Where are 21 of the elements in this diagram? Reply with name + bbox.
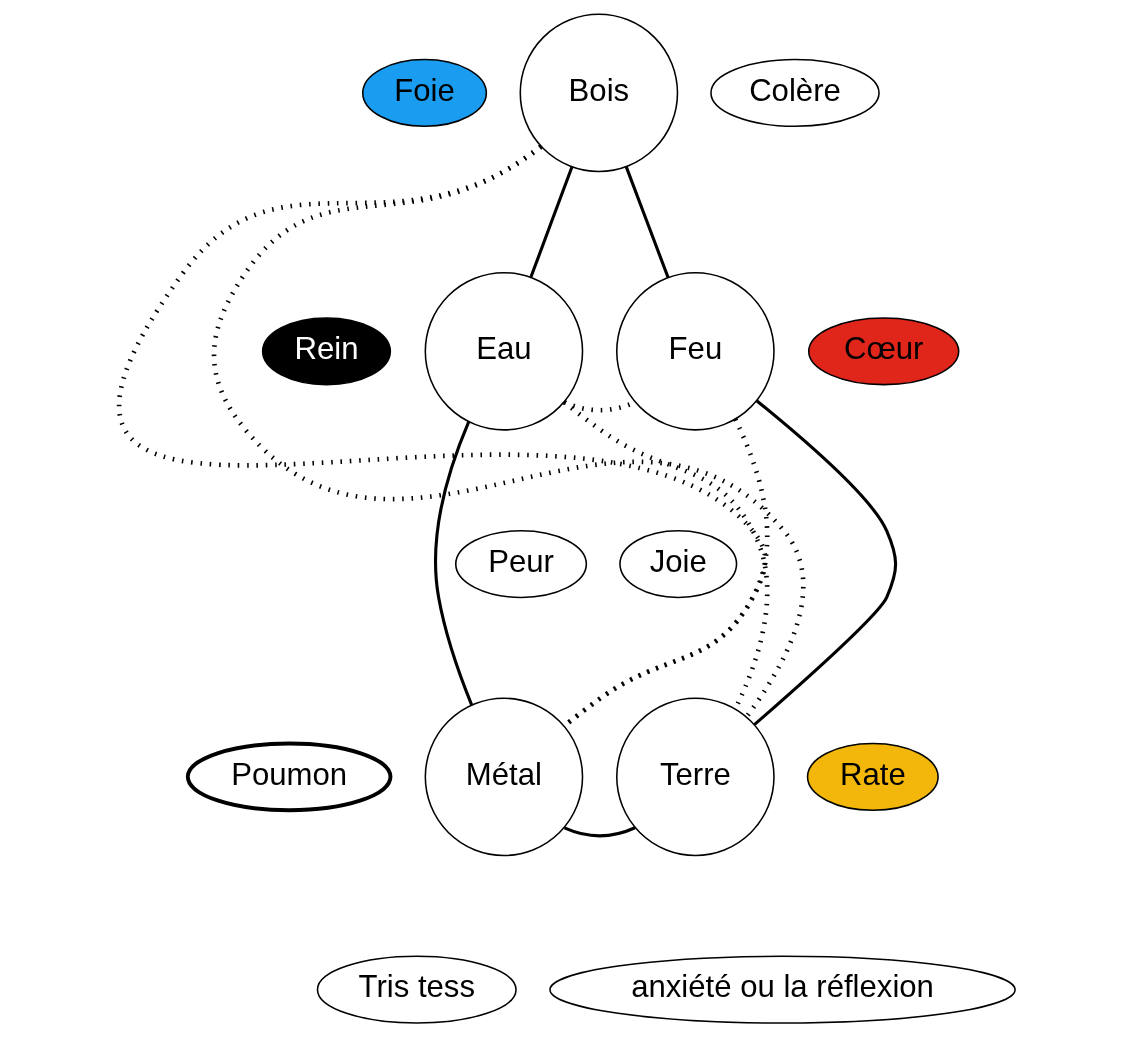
node-ellipse: Peur xyxy=(454,529,587,599)
connector xyxy=(529,166,573,278)
connector xyxy=(563,826,636,838)
connector xyxy=(211,144,805,719)
node-ellipse: Cœur xyxy=(807,317,959,386)
node-ellipse: Poumon xyxy=(185,741,392,813)
node-circle: Eau xyxy=(424,271,583,431)
node-circle: Feu xyxy=(615,271,775,431)
connector xyxy=(752,399,897,726)
node-circle: Bois xyxy=(519,13,678,173)
node-ellipse: Joie xyxy=(618,529,737,599)
connector xyxy=(624,166,670,279)
node-ellipse: Rate xyxy=(806,742,939,811)
node-ellipse: Rein xyxy=(261,317,391,386)
node-ellipse: anxiété ou la réflexion xyxy=(548,955,1016,1024)
node-circle: Terre xyxy=(615,697,775,857)
node-circle: Métal xyxy=(424,697,583,857)
connector xyxy=(433,421,473,706)
node-ellipse: Colère xyxy=(709,58,880,128)
node-ellipse: Tris tess xyxy=(316,955,517,1024)
node-ellipse: Foie xyxy=(361,58,487,128)
